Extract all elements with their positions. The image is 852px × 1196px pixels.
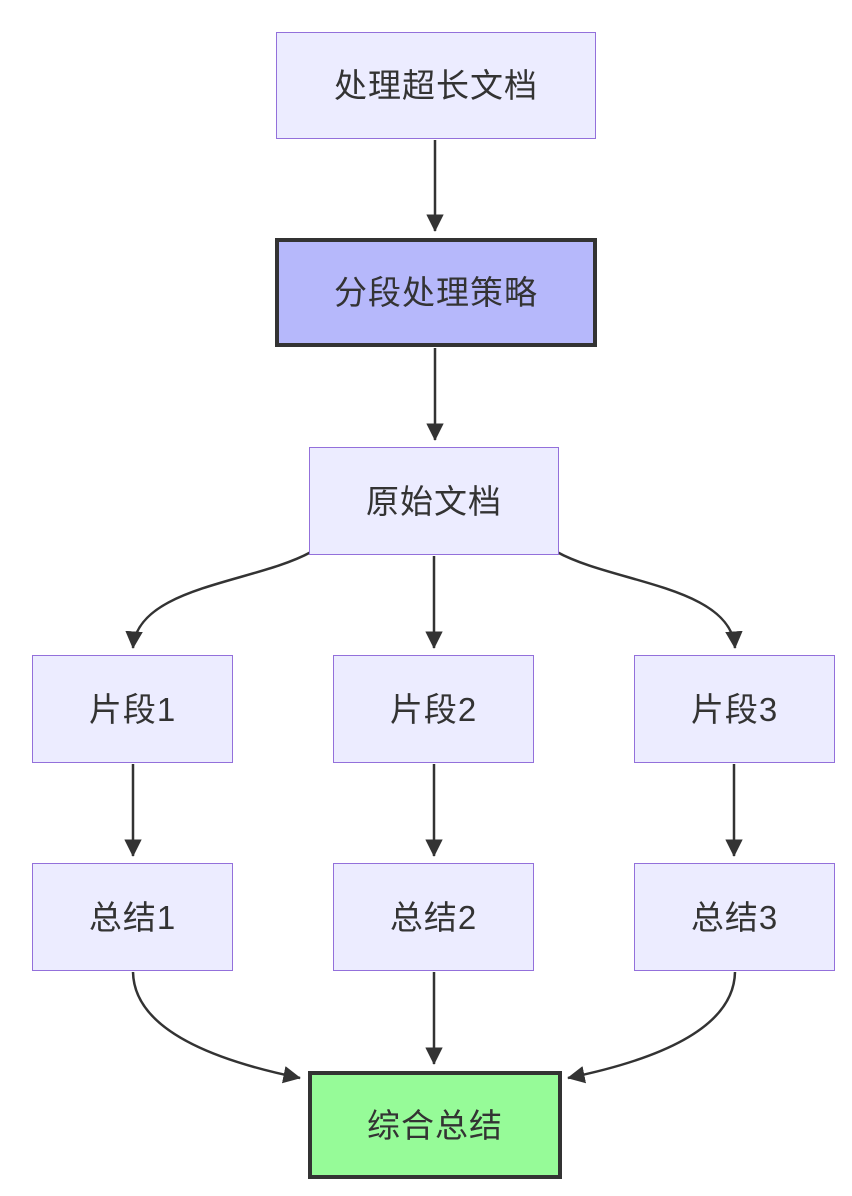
edge-source-to-fragment-3: [556, 550, 743, 649]
edge-summary-3-to-final: [567, 971, 737, 1084]
node-segmentation-strategy: 分段处理策略: [275, 238, 597, 347]
node-label: 片段3: [690, 690, 779, 728]
edge-summary-1-to-final: [131, 971, 301, 1084]
node-fragment-1: 片段1: [32, 655, 233, 763]
node-label: 总结1: [88, 898, 177, 936]
node-original-document: 原始文档: [309, 447, 559, 555]
node-label: 分段处理策略: [334, 274, 538, 311]
node-summary-3: 总结3: [634, 863, 835, 971]
node-final-summary: 综合总结: [308, 1071, 562, 1179]
node-label: 总结3: [690, 898, 779, 936]
node-label: 原始文档: [366, 482, 502, 520]
node-process-long-document: 处理超长文档: [276, 32, 596, 139]
node-label: 片段1: [88, 690, 177, 728]
node-summary-1: 总结1: [32, 863, 233, 971]
node-fragment-3: 片段3: [634, 655, 835, 763]
node-summary-2: 总结2: [333, 863, 534, 971]
node-label: 综合总结: [367, 1106, 503, 1144]
node-label: 总结2: [389, 898, 478, 936]
node-label: 处理超长文档: [334, 67, 538, 104]
node-label: 片段2: [389, 690, 478, 728]
node-fragment-2: 片段2: [333, 655, 534, 763]
edge-source-to-fragment-1: [125, 550, 312, 649]
